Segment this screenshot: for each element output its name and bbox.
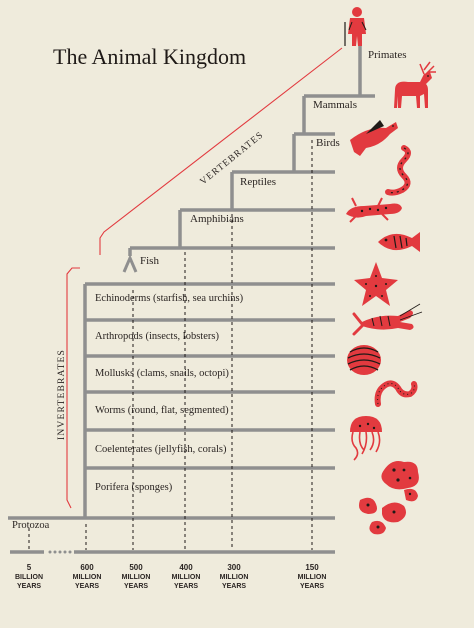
porifera-label: Porifera (sponges) xyxy=(95,482,173,493)
protozoa-label: Protozoa xyxy=(12,520,50,531)
clam-icon xyxy=(347,345,381,375)
t600-num: 600 xyxy=(80,563,94,572)
t500-num: 500 xyxy=(129,563,143,572)
amphibians-label: Amphibians xyxy=(190,213,244,225)
lobster-icon xyxy=(352,303,423,336)
human-icon xyxy=(344,7,367,46)
time-markers xyxy=(28,140,313,550)
t600-years: YEARS xyxy=(75,583,99,590)
timeline-labels: 5 BILLION YEARS 600 MILLION YEARS 500 MI… xyxy=(15,563,326,590)
t500-years: YEARS xyxy=(124,583,148,590)
bird-icon xyxy=(350,120,398,156)
t5-years: YEARS xyxy=(17,583,41,590)
starfish-icon xyxy=(354,262,398,306)
t400-years: YEARS xyxy=(174,583,198,590)
primates-label: Primates xyxy=(368,49,407,61)
worm-icon xyxy=(374,380,418,407)
birds-label: Birds xyxy=(316,137,340,149)
t600-unit: MILLION xyxy=(73,574,102,581)
snake-icon xyxy=(385,145,411,196)
t500-unit: MILLION xyxy=(122,574,151,581)
fish-fork xyxy=(122,254,138,273)
diagram-title: The Animal Kingdom xyxy=(53,44,246,69)
fish-icon xyxy=(378,232,420,252)
invertebrates-bracket xyxy=(66,267,80,509)
protozoa-icon xyxy=(359,488,418,535)
mammals-label: Mammals xyxy=(313,99,357,111)
deer-icon xyxy=(394,61,436,108)
worms-label: Worms (round, flat, segmented) xyxy=(95,405,229,416)
vertebrates-bracket xyxy=(99,47,343,255)
t5-num: 5 xyxy=(27,563,32,572)
lizard-icon xyxy=(346,197,402,223)
coelenterates-label: Coelenterates (jellyfish, corals) xyxy=(95,444,227,455)
t150-unit: MILLION xyxy=(298,574,327,581)
t300-years: YEARS xyxy=(222,583,246,590)
invertebrates-label: INVERTEBRATES xyxy=(57,349,67,440)
fish-label: Fish xyxy=(140,255,159,267)
reptiles-label: Reptiles xyxy=(240,176,276,188)
t150-num: 150 xyxy=(305,563,319,572)
jellyfish-icon xyxy=(350,416,382,461)
mollusks-label: Mollusks (clams, snails, octopi) xyxy=(95,368,229,379)
echinoderms-label: Echinoderms (starfish, sea urchins) xyxy=(95,293,244,304)
tree-lines xyxy=(8,46,375,554)
t400-unit: MILLION xyxy=(172,574,201,581)
t300-num: 300 xyxy=(227,563,241,572)
t400-num: 400 xyxy=(179,563,193,572)
timeline-gap-dots xyxy=(48,550,72,554)
t150-years: YEARS xyxy=(300,583,324,590)
t5-unit: BILLION xyxy=(15,574,43,581)
arthropods-label: Arthropods (insects, lobsters) xyxy=(95,331,219,342)
t300-unit: MILLION xyxy=(220,574,249,581)
sponge-icon xyxy=(381,461,419,490)
